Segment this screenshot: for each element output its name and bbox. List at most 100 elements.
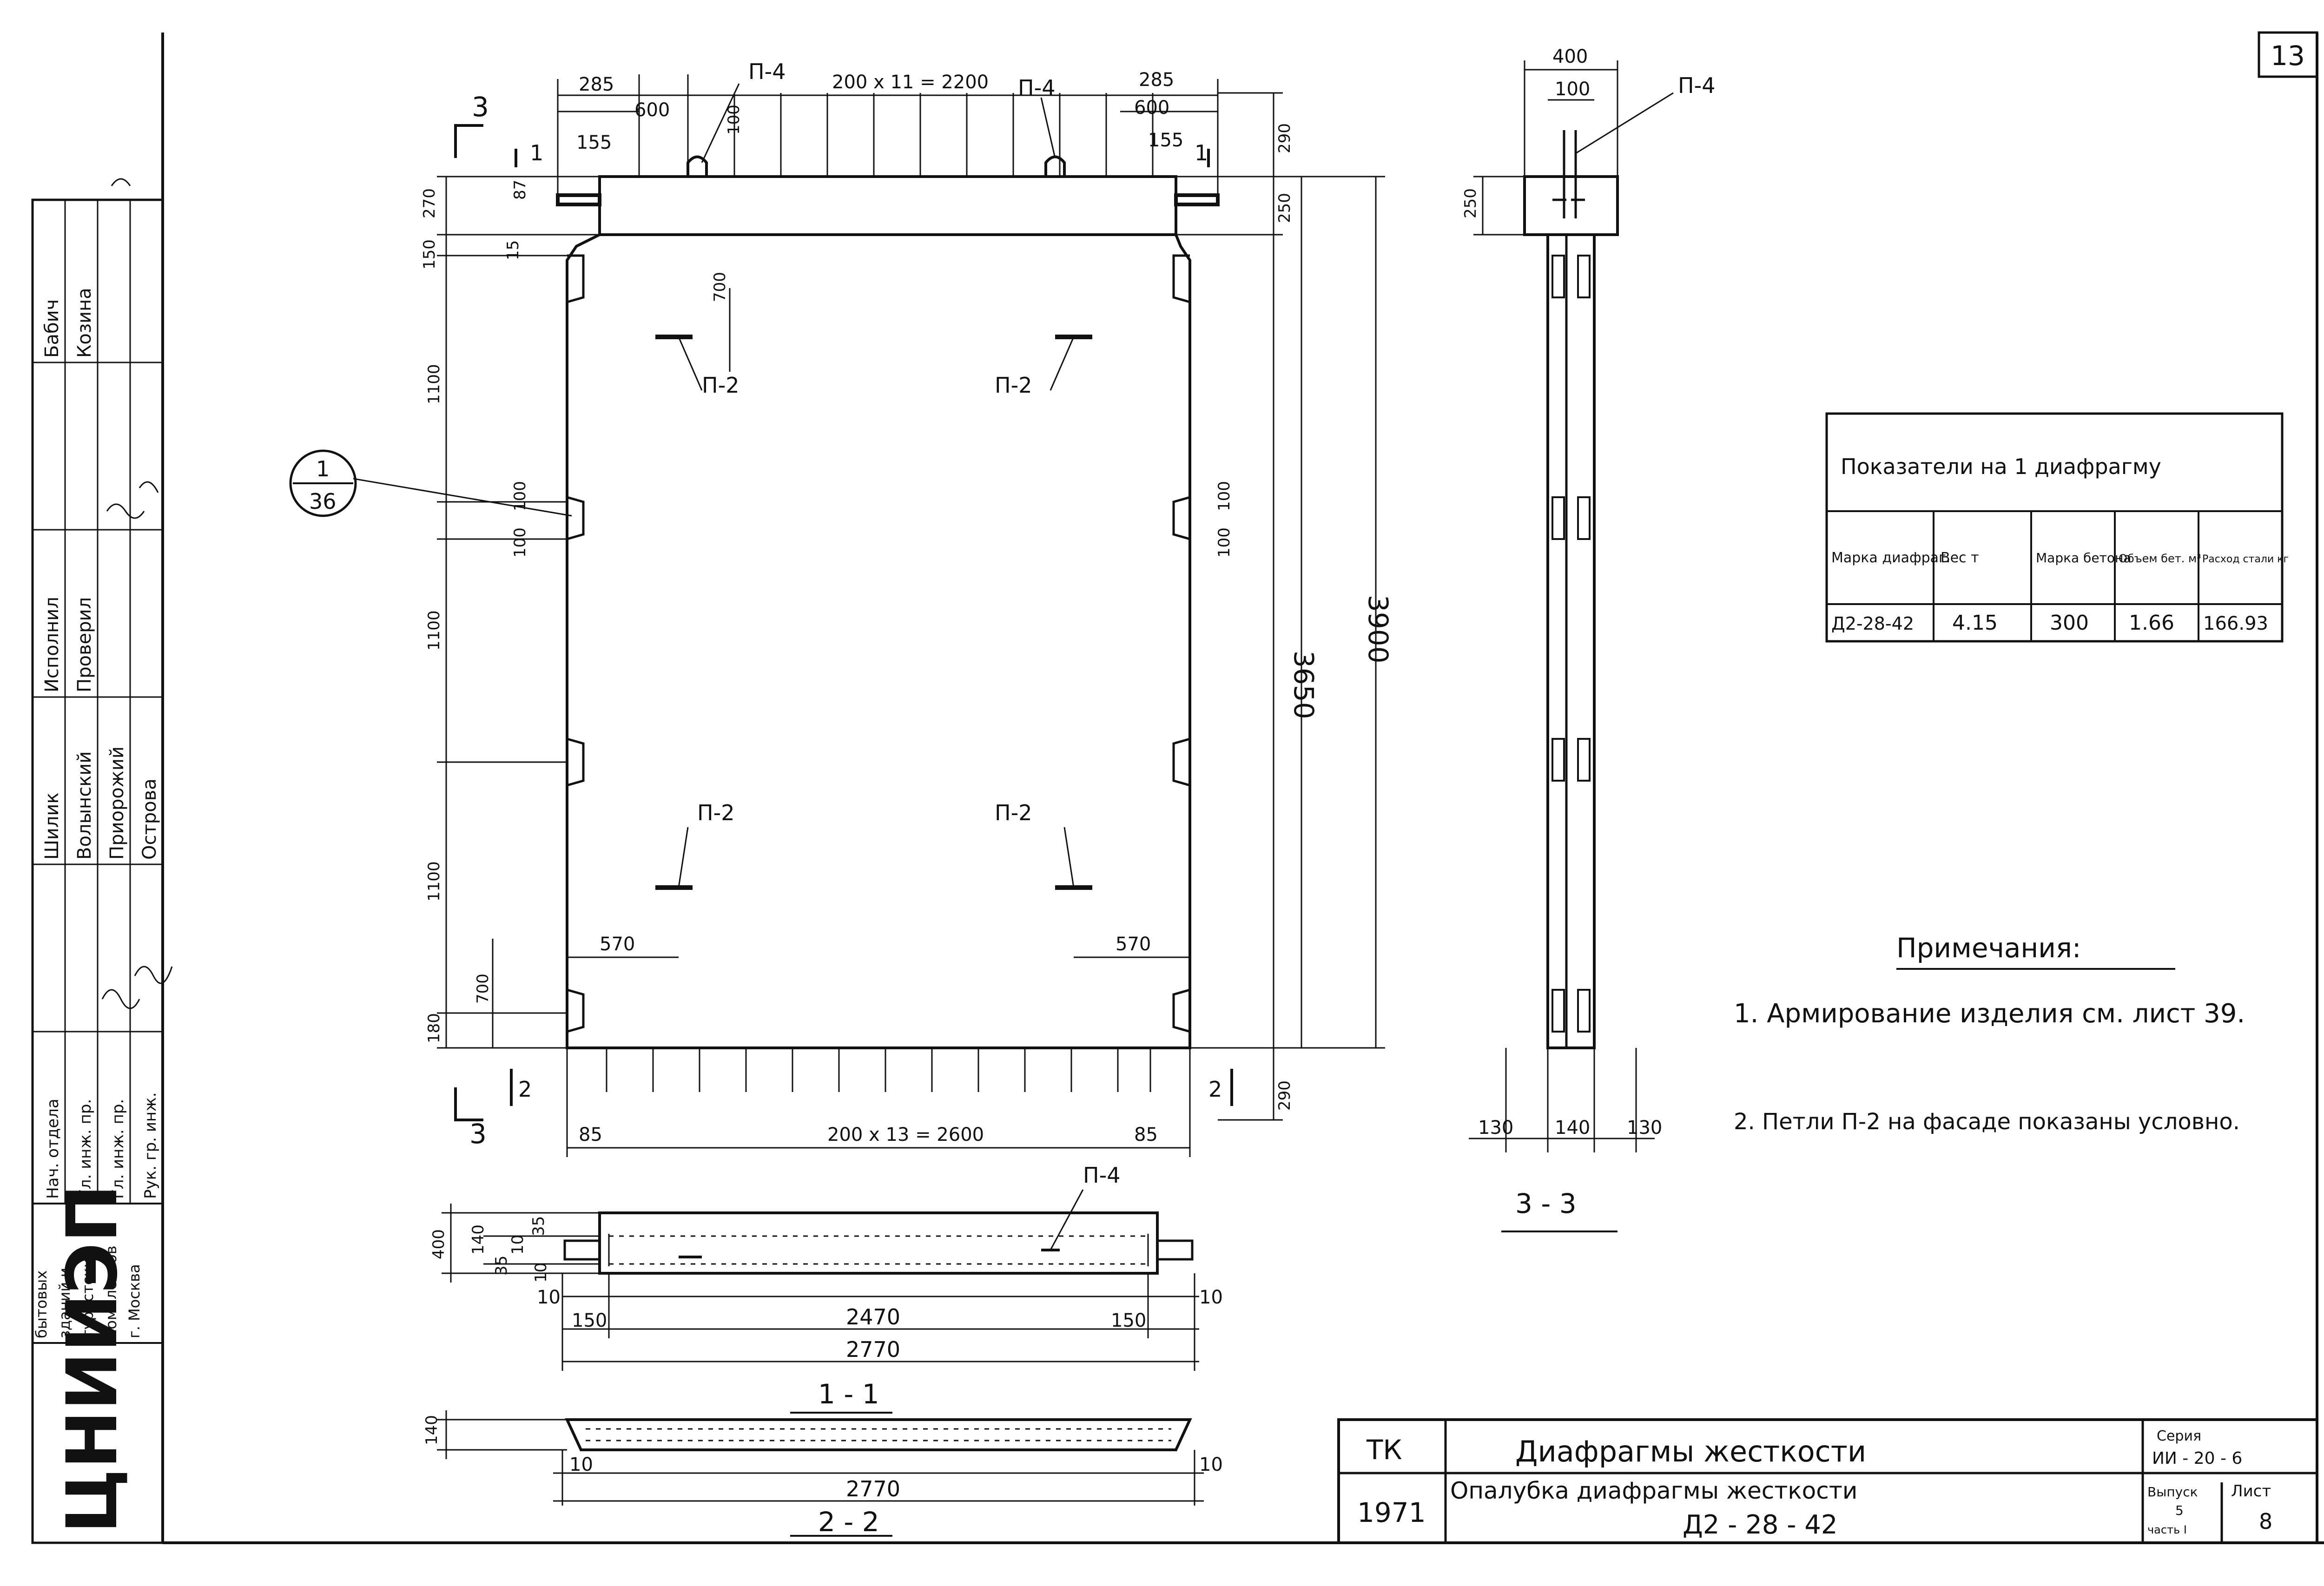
section-mark-2-right: 2	[1208, 1077, 1222, 1102]
dim-inner-570-right: 570	[1116, 934, 1151, 955]
dim-bottom-85-right: 85	[1134, 1124, 1158, 1145]
title-block-issue-label: Выпуск	[2147, 1484, 2198, 1500]
dim-top-600-left: 600	[634, 99, 670, 121]
section-1-1-dim-10b: 10	[532, 1263, 550, 1283]
dim-left-180: 180	[425, 1013, 443, 1043]
dim-left-270: 270	[420, 188, 439, 218]
section-1-1-dim-10d: 10	[1199, 1287, 1223, 1308]
side-dim-400: 400	[1552, 46, 1588, 67]
stamp-role-b-1: Исполнил	[41, 597, 63, 692]
stamp-org-4: комплексов	[102, 1246, 120, 1338]
top-ticks	[557, 74, 1219, 200]
dim-top-155-right: 155	[1148, 130, 1183, 151]
p2-label-a: П-2	[702, 373, 739, 398]
section-1-1-label-p4: П-4	[1083, 1163, 1120, 1188]
table-title: Показатели на 1 диафрагму	[1841, 454, 2161, 479]
dim-right-100b: 100	[1215, 527, 1234, 558]
side-stamp: ЦНИИЭП бытовых зданий и туристских компл…	[31, 178, 173, 1544]
section-2-2-dim-140: 140	[423, 1415, 441, 1445]
dim-top-285-right: 285	[1139, 69, 1174, 91]
p4-label-a: П-4	[748, 59, 786, 84]
stamp-org-2: зданий и	[56, 1268, 73, 1338]
p4-label-b: П-4	[1018, 75, 1055, 100]
stamp-name-1: Шилик	[41, 793, 63, 860]
dim-left-700: 700	[474, 974, 492, 1004]
section-2-2-dim-2770: 2770	[846, 1476, 900, 1501]
section-mark-3-bottom: 3	[469, 1118, 487, 1150]
side-dim-100: 100	[1555, 79, 1590, 100]
section-mark-2-left: 2	[518, 1077, 532, 1102]
table-header-concrete: Марка бетона	[2036, 550, 2131, 566]
table-cell-concrete: 300	[2050, 611, 2089, 635]
stamp-role-2: Гл. инж. пр.	[76, 1099, 95, 1199]
section-mark-1-left: 1	[530, 140, 543, 165]
title-block-code: ТК	[1366, 1434, 1402, 1466]
dim-right-250: 250	[1275, 193, 1294, 223]
section-2-2-title: 2 - 2	[818, 1506, 879, 1538]
section-1-1-dim-140: 140	[469, 1224, 488, 1255]
stamp-role-3: Гл. инж. пр.	[109, 1099, 127, 1199]
signatures	[101, 178, 173, 1009]
dim-right-290-bot: 290	[1275, 1080, 1294, 1111]
table-cell-weight: 4.15	[1952, 611, 1998, 635]
main-facade-view: П-2 П-2 П-2 П-2 П-4 П-4 28	[289, 59, 1394, 1157]
detail-callout: 1 36	[289, 449, 572, 517]
section-2-2-dim-10-right: 10	[1199, 1454, 1223, 1475]
section-mark-3-top: 3	[472, 91, 489, 123]
p2-label-c: П-2	[697, 800, 734, 825]
dim-bottom-85-left: 85	[579, 1124, 602, 1145]
dim-left-15: 15	[504, 240, 522, 260]
table-header-brand: Марка диафраг.	[1831, 550, 1950, 566]
stamp-org-3: туристских	[79, 1249, 97, 1338]
p2-label-b: П-2	[995, 373, 1032, 398]
title-block-issue-value: 5	[2175, 1503, 2184, 1518]
dim-inner-700: 700	[711, 272, 729, 302]
left-shear-keys	[567, 254, 585, 1033]
sheet-frame: 13	[161, 31, 2324, 1544]
stamp-institute: ЦНИИЭП	[52, 1185, 133, 1533]
side-label-p4: П-4	[1678, 73, 1715, 98]
section-1-1-dim-10a: 10	[508, 1235, 527, 1255]
note-1: 1. Армирование изделия см. лист 39.	[1734, 999, 2245, 1029]
section-2-2: 140 10 10 2770 2 - 2	[423, 1410, 1223, 1538]
dim-right-100a: 100	[1215, 481, 1234, 511]
stamp-role-4: Рук. гр. инж.	[141, 1092, 160, 1199]
title-block-subtitle-2: Д2 - 28 - 42	[1683, 1510, 1838, 1540]
sheet-number: 13	[2271, 40, 2305, 72]
section-1-1-dim-35b: 35	[492, 1256, 511, 1276]
title-block-series-value: ИИ - 20 - 6	[2152, 1449, 2242, 1468]
section-1-1-dim-400: 400	[429, 1229, 448, 1259]
section-1-1-dim-10c: 10	[537, 1287, 561, 1308]
section-1-1-dim-35a: 35	[529, 1216, 548, 1236]
side-dim-130-right: 130	[1627, 1117, 1662, 1138]
bottom-ticks	[566, 1048, 1191, 1157]
stamp-name-4: Острова	[139, 778, 160, 860]
side-dim-130-left: 130	[1478, 1117, 1513, 1138]
title-block-year: 1971	[1357, 1497, 1426, 1528]
title-block-subtitle-1: Опалубка диафрагмы жесткости	[1450, 1477, 1857, 1504]
table-header-weight: Вес т	[1941, 550, 1979, 566]
section-2-2-dim-10-left: 10	[569, 1454, 593, 1475]
title-block-series-label: Серия	[2157, 1428, 2201, 1444]
section-1-1-dim-150-right: 150	[1111, 1310, 1146, 1331]
left-dim-chain	[437, 176, 600, 1049]
table-header-steel: Расход стали кг	[2202, 553, 2289, 565]
side-view-keys	[1552, 255, 1591, 1033]
callout-top: 1	[316, 456, 330, 481]
dim-top-600-right: 600	[1134, 97, 1169, 118]
stamp-role-b-2: Проверил	[74, 597, 95, 692]
section-mark-1-right: 1	[1195, 140, 1208, 165]
table-cell-volume: 1.66	[2129, 611, 2174, 635]
stamp-name-3: Приорожий	[106, 746, 128, 860]
section-1-1-bars	[608, 1234, 1149, 1266]
stamp-org-5: г. Москва	[125, 1264, 143, 1338]
table-cell-steel: 166.93	[2203, 613, 2268, 634]
stamp-role-1: Нач. отдела	[44, 1099, 62, 1199]
dim-top-155-left: 155	[576, 132, 612, 153]
dim-left-1100a: 1100	[425, 364, 443, 404]
table-header-volume: Объем бет. м³	[2119, 552, 2201, 565]
dim-left-150: 150	[420, 239, 439, 270]
side-dim-250: 250	[1461, 188, 1480, 218]
section-1-1-dim-150-left: 150	[572, 1310, 607, 1331]
